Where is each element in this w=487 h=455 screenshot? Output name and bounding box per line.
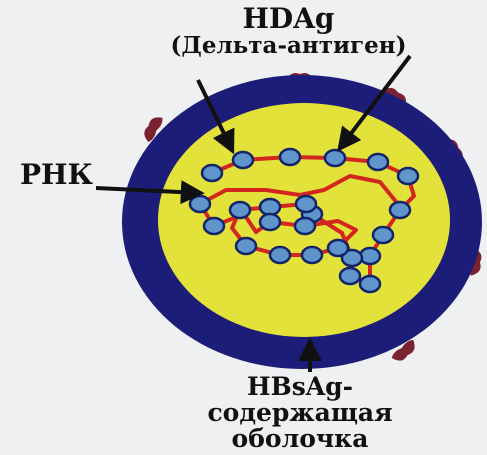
antigen-dot <box>236 238 256 254</box>
antigen-dot <box>360 276 380 292</box>
antigen-dot <box>260 214 280 230</box>
hdag-label: HDAg <box>0 4 487 34</box>
antigen-dot <box>204 218 224 234</box>
antigen-dot <box>280 149 300 165</box>
antigen-dot <box>368 154 388 170</box>
antigen-dot <box>325 150 345 166</box>
antigen-dot <box>302 247 322 263</box>
envelope-label-line3: оболочка <box>150 426 450 452</box>
antigen-dot <box>233 152 253 168</box>
antigen-dot <box>202 165 222 181</box>
antigen-dot <box>190 196 210 212</box>
antigen-dot <box>260 199 280 215</box>
delta-antigen-label: (Дельта-антиген) <box>0 33 487 59</box>
antigen-dot <box>295 218 315 234</box>
antigen-dot <box>328 240 348 256</box>
antigen-dot <box>373 227 393 243</box>
antigen-dot <box>296 196 316 212</box>
envelope-label-line1: HBsAg- <box>150 374 450 400</box>
antigen-dot <box>390 202 410 218</box>
antigen-dot <box>270 247 290 263</box>
antigen-dot <box>398 168 418 184</box>
antigen-dot <box>340 268 360 284</box>
envelope-label-line2: содержащая <box>150 400 450 426</box>
rna-label: РНК <box>20 160 93 190</box>
antigen-dot <box>230 202 250 218</box>
